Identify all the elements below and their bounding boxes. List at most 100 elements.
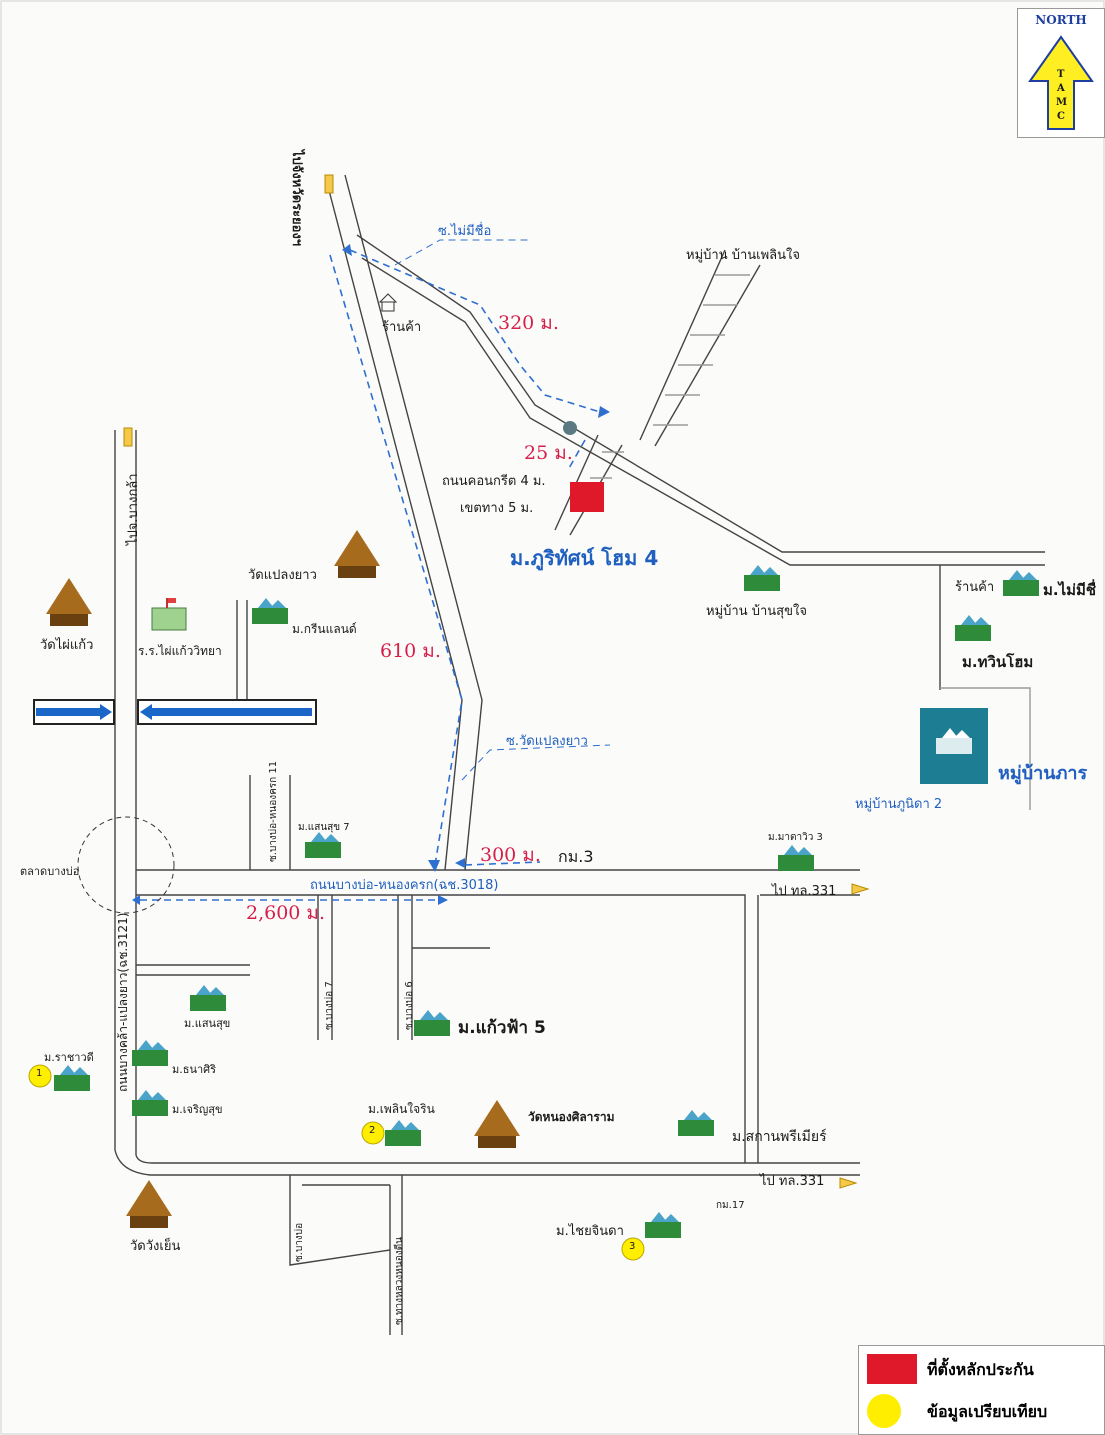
label-concrete-road: ถนนคอนกรีต 4 ม. xyxy=(442,474,546,489)
label-shop-right: ร้านค้า xyxy=(955,580,995,595)
north-label: NORTH xyxy=(1035,13,1087,27)
village-road-b xyxy=(654,264,761,447)
label-sakan-premier: ม.สกานพรีเมียร์ xyxy=(732,1129,827,1145)
village-icon-rachawadee xyxy=(54,1065,90,1091)
north-arrow: NORTH T A M C xyxy=(1017,8,1105,138)
label-mai-mi-chue: ม.ไม่มีชื่ xyxy=(1043,581,1097,599)
label-mata-ville: ม.มาตาวิว 3 xyxy=(768,832,823,843)
label-dist-320: 320 ม. xyxy=(498,312,559,334)
canal xyxy=(33,699,317,725)
village-icon-mai-mi-chue xyxy=(1003,570,1039,596)
label-dist-25: 25 ม. xyxy=(524,442,573,464)
north-arrow-icon xyxy=(1028,35,1094,130)
village-icon-green-land xyxy=(252,598,288,624)
label-to-bang-pla: ไปจ.บางกล้า xyxy=(126,473,141,545)
label-soi-no-name: ซ.ไม่มีชื่อ xyxy=(438,224,492,239)
legend-text-subject: ที่ตั้งหลักประกัน xyxy=(927,1360,1034,1379)
branch-road-north-edge xyxy=(356,234,1045,553)
label-wat-plong-yao: วัดแปลงยาว xyxy=(248,568,317,583)
village-icon-sakan-premier xyxy=(678,1110,714,1136)
label-right-of-way: เขตทาง 5 ม. xyxy=(460,501,534,516)
label-mae-sook-7: ม.แสนสุข 7 xyxy=(298,822,350,833)
school-icon xyxy=(151,598,187,631)
legend-item-subject: ที่ตั้งหลักประกัน xyxy=(867,1350,1097,1386)
label-dist-2600: 2,600 ม. xyxy=(246,902,325,924)
label-green-land: ม.กรีนแลนด์ xyxy=(292,622,357,636)
route-path xyxy=(140,239,611,901)
branch-road-south-edge xyxy=(361,257,1045,566)
label-road-3121: ถนนบางคล้า-แปลงยาว(ฉช.3121) xyxy=(116,912,130,1092)
label-km3: กม.3 xyxy=(558,847,594,866)
north-letter-m: M xyxy=(1056,97,1068,108)
village-icon-phakorn xyxy=(936,728,972,754)
village-icon-mae-sook-7 xyxy=(305,832,341,858)
label-to-331-bottom: ไป ทล.331 xyxy=(760,1174,825,1189)
temple-icons xyxy=(46,530,520,1228)
label-village-suk-jai: หมู่บ้าน บ้านสุขใจ xyxy=(706,604,807,619)
temple-wat-plong-yao-icon xyxy=(334,530,380,578)
label-shop-top: ร้านค้า xyxy=(382,320,422,335)
label-ploen-pirin: ม.เพลินใจริน xyxy=(368,1102,435,1116)
road-3121-east xyxy=(135,430,860,1164)
label-to-331-top: ไป ทล.331 xyxy=(772,884,837,899)
label-soi-6: ซ.บางบ่อ 6 xyxy=(404,981,415,1030)
label-soi-wat-plong-yao: ซ.วัดแปลงยาว xyxy=(506,734,588,749)
label-soi-bottom-2: ซ.ทางหลวงหนองตีน xyxy=(394,1237,405,1325)
village-icon-suk-jai xyxy=(744,565,780,591)
label-saen-suk: ม.แสนสุข xyxy=(184,1017,231,1030)
road-network xyxy=(114,174,1045,1335)
legend-text-comparable: ข้อมูลเปรียบเทียบ xyxy=(927,1402,1048,1421)
subject-property-marker xyxy=(570,482,604,512)
label-soi-bottom-1: ซ.บางบ่อ xyxy=(294,1222,305,1262)
label-main-road: ถนนบางบ่อ-หนองครก(ฉช.3018) xyxy=(310,878,499,893)
village-icons xyxy=(54,565,1039,1238)
soi-bottom-west xyxy=(289,1175,391,1266)
leader-soi-no-name xyxy=(394,239,530,266)
legend-item-comparable: ข้อมูลเปรียบเทียบ xyxy=(867,1392,1097,1428)
comparable-marker-1 xyxy=(28,1064,52,1088)
village-icon-twin-home xyxy=(955,615,991,641)
village-icon-ploen-pirin xyxy=(385,1120,421,1146)
north-letter-t: T xyxy=(1057,69,1065,80)
comparable-markers xyxy=(28,1064,645,1261)
village-road-a xyxy=(639,249,726,441)
legend-swatch-subject xyxy=(867,1354,917,1384)
label-dist-300: 300 ม. xyxy=(480,844,541,866)
route-300 xyxy=(464,861,541,866)
north-road-west xyxy=(324,174,463,871)
village-icon-charoen-suk xyxy=(132,1090,168,1116)
label-charoen-suk: ม.เจริญสุข xyxy=(172,1103,223,1116)
comparable-number-3: 3 xyxy=(629,1241,636,1252)
label-village-ploen-jai: หมู่บ้าน บ้านเพลินใจ xyxy=(686,248,800,263)
comparable-number-2: 2 xyxy=(369,1125,376,1136)
label-twin-home: ม.ทวินโฮม xyxy=(962,653,1034,671)
north-road-east xyxy=(344,174,483,871)
label-thanasiri: ม.ธนาศิริ xyxy=(172,1063,217,1076)
village-icon-chai-chinda xyxy=(645,1212,681,1238)
comparable-marker-2 xyxy=(361,1121,385,1145)
label-dist-610: 610 ม. xyxy=(380,640,441,662)
shop-icon-top xyxy=(378,293,398,312)
leader-soi-wat xyxy=(461,744,611,781)
label-subject-village: ม.ภูริทัศน์ โฮม 4 xyxy=(510,546,659,570)
route-arrowheads xyxy=(132,244,610,905)
label-soi-7: ซ.บางบ่อ 7 xyxy=(324,981,335,1030)
map-legend: ที่ตั้งหลักประกัน ข้อมูลเปรียบเทียบ xyxy=(858,1345,1105,1435)
comparable-marker-3 xyxy=(621,1237,645,1261)
label-market: ตลาดบางบ่อ xyxy=(20,865,80,878)
temple-wat-phai-kaew-icon xyxy=(46,578,92,626)
main-road-south-edge xyxy=(136,894,746,1163)
label-to-city: ไปจังหวัดระยองฯ xyxy=(289,150,304,247)
road-3121-west xyxy=(114,430,860,1176)
north-letter-c: C xyxy=(1057,111,1065,122)
village-icon-thanasiri xyxy=(132,1040,168,1066)
temple-wat-wang-yen-icon xyxy=(126,1180,172,1228)
legend-swatch-comparable xyxy=(867,1394,901,1428)
village-icon-kaew-fa xyxy=(414,1010,450,1036)
label-village-phakorn: หมู่บ้านภาร xyxy=(998,763,1088,784)
right-block xyxy=(940,687,1031,810)
yellow-arrows xyxy=(123,174,870,1189)
